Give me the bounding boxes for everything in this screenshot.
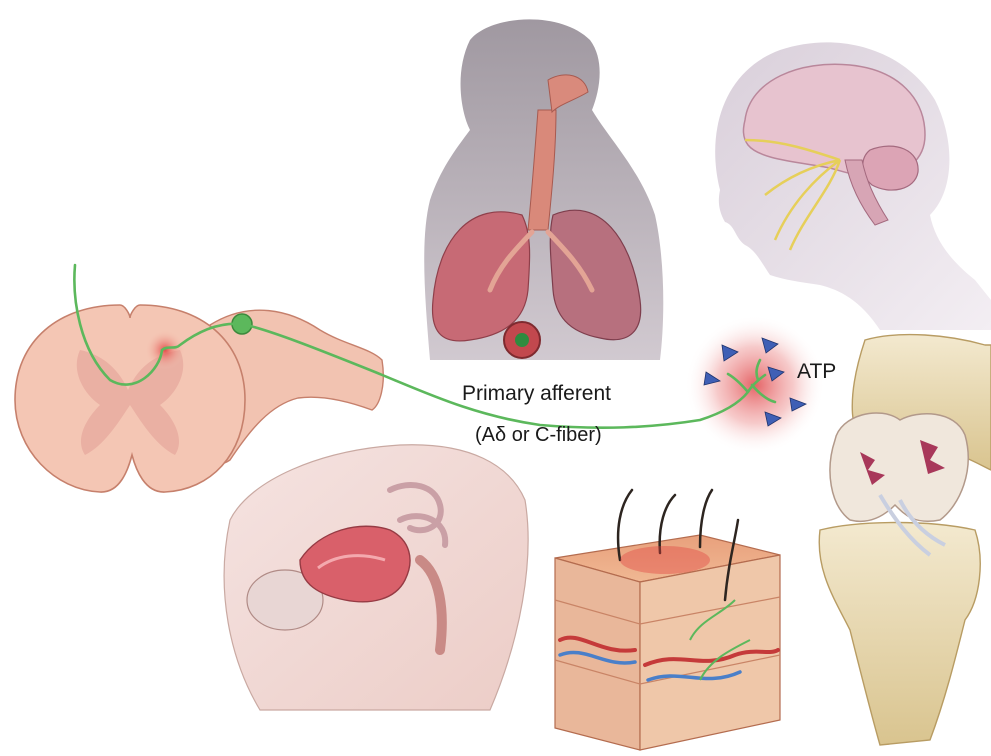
dorsal-horn-hotspot xyxy=(145,330,185,370)
pelvic-illustration xyxy=(224,445,528,710)
femoral-condyles xyxy=(830,413,968,521)
bronchus-lumen xyxy=(515,333,529,347)
atp-inflammation-site: ATP xyxy=(685,315,836,455)
primary-afferent-label: Primary afferent xyxy=(462,382,611,405)
tibia xyxy=(819,523,980,746)
skin-heat-spot xyxy=(620,546,710,574)
lungs-illustration xyxy=(424,19,663,360)
fiber-type-label: (Aδ or C-fiber) xyxy=(475,424,602,446)
brain-illustration xyxy=(715,42,991,330)
knee-illustration xyxy=(819,335,991,745)
cerebellum xyxy=(863,146,918,190)
skin-illustration xyxy=(555,490,780,750)
atp-label: ATP xyxy=(797,360,836,383)
